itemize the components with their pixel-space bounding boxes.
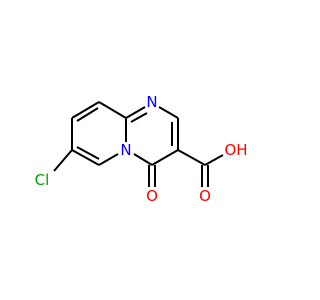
- molecule-structure: Cl N N O O OH: [35, 93, 248, 205]
- bond-c3-c4: [151, 149, 179, 166]
- atom-o-carbonyl-label: O: [146, 187, 158, 205]
- bond-c4-n4: [133, 153, 153, 166]
- bond-c6-c5-double: [76, 146, 100, 160]
- atom-oh-label: OH: [224, 141, 247, 159]
- atom-n4-label: N: [120, 141, 131, 159]
- bond-c8-c7-double: [76, 107, 99, 122]
- bond-n1-c2: [158, 106, 179, 119]
- bond-c8a-c8: [98, 101, 127, 119]
- bond-c6-c5: [71, 149, 100, 166]
- atom-o-acid-label: O: [199, 187, 211, 205]
- atom-cl-label: Cl: [35, 171, 50, 189]
- bond-c3-cooh: [177, 149, 206, 166]
- bond-cooh-oh: [204, 154, 224, 166]
- bond-c6-cl: [53, 149, 73, 172]
- bond-c8-c7: [71, 101, 100, 119]
- atom-n1-label: N: [146, 93, 157, 111]
- bond-c8a-n1-double: [130, 112, 148, 123]
- bond-c8a-n1: [125, 106, 146, 119]
- bond-c5-n4: [98, 153, 119, 166]
- structure-canvas: Cl N N O O OH: [35, 93, 248, 205]
